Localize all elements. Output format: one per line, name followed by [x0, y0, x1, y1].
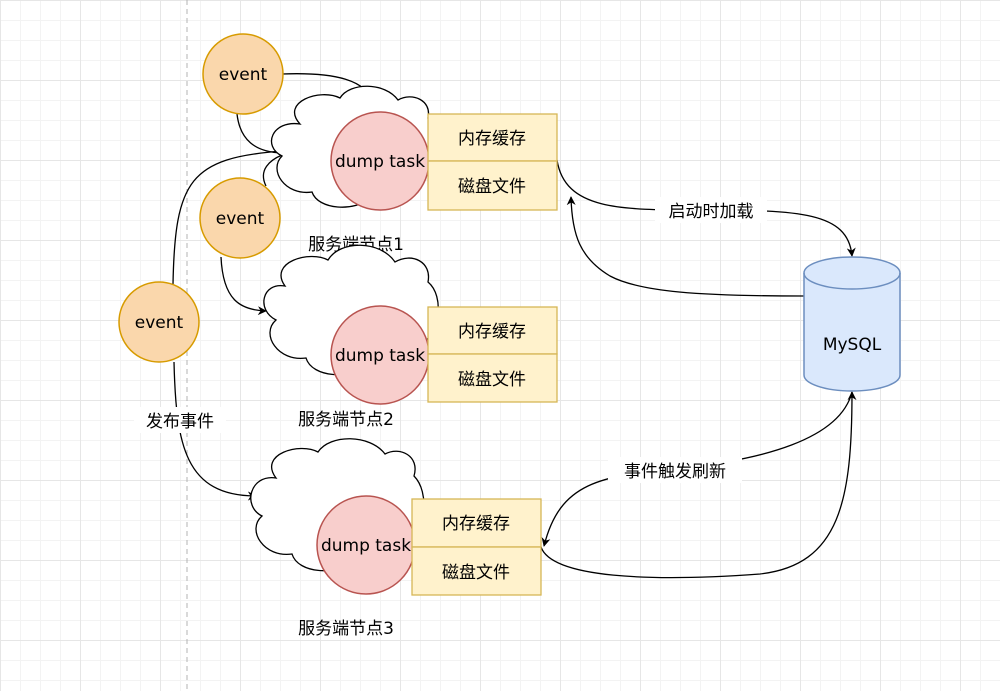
disk-file-box [411, 546, 542, 596]
database-cylinder-rim [803, 272, 901, 290]
publish-label-bg [134, 407, 226, 433]
refresh-label-bg [608, 457, 742, 483]
memory-cache-label: 内存缓存 [458, 322, 526, 342]
event-label: event [219, 65, 268, 85]
edge-event1-to-cloud1 [236, 113, 283, 154]
mysql-database: MySQL [803, 256, 901, 392]
load-on-start-label: 启动时加载 [669, 202, 754, 222]
edge-event2-to-cloud1 [262, 154, 283, 187]
edge-event3-to-node3 [173, 361, 257, 501]
node-label: 服务端节点2 [298, 410, 394, 430]
edge-event2-to-node2 [220, 256, 267, 316]
server-node-3: dump task 内存缓存 磁盘文件 服务端节点3 [250, 438, 542, 639]
publish-event-label: 发布事件 [146, 412, 214, 432]
node-label: 服务端节点3 [298, 619, 394, 639]
memory-cache-label: 内存缓存 [442, 514, 510, 534]
event-circle [118, 281, 200, 363]
memory-cache-label: 内存缓存 [458, 129, 526, 149]
dump-task-label: dump task [335, 346, 425, 366]
server-node-2: dump task 内存缓存 磁盘文件 服务端节点2 [263, 244, 558, 430]
event-3: event [118, 281, 200, 363]
memory-cache-box [427, 306, 558, 355]
disk-file-label: 磁盘文件 [458, 370, 526, 390]
event-circle [202, 33, 284, 115]
event-label: event [135, 313, 184, 333]
event-label: event [216, 209, 265, 229]
memory-cache-box [427, 113, 558, 162]
dump-task-label: dump task [321, 536, 411, 556]
load-label-bg [655, 197, 767, 223]
server-node-1: dump task 内存缓存 磁盘文件 服务端节点1 [270, 85, 558, 255]
memory-cache-box [411, 498, 542, 548]
database-label: MySQL [823, 335, 882, 355]
edge-event3-to-cloud1 [172, 150, 283, 285]
disk-file-box [427, 353, 558, 403]
event-circle [199, 177, 281, 259]
dump-task-label: dump task [335, 152, 425, 172]
event-1: event [202, 33, 284, 115]
event-2: event [199, 177, 281, 259]
edge-node3-to-mysql [540, 391, 857, 579]
database-cylinder-body [803, 256, 901, 392]
disk-file-box [427, 160, 558, 211]
disk-file-label: 磁盘文件 [442, 563, 510, 583]
edge-mysql-to-node1 [566, 196, 805, 297]
disk-file-label: 磁盘文件 [458, 177, 526, 197]
event-refresh-label: 事件触发刷新 [624, 462, 726, 482]
